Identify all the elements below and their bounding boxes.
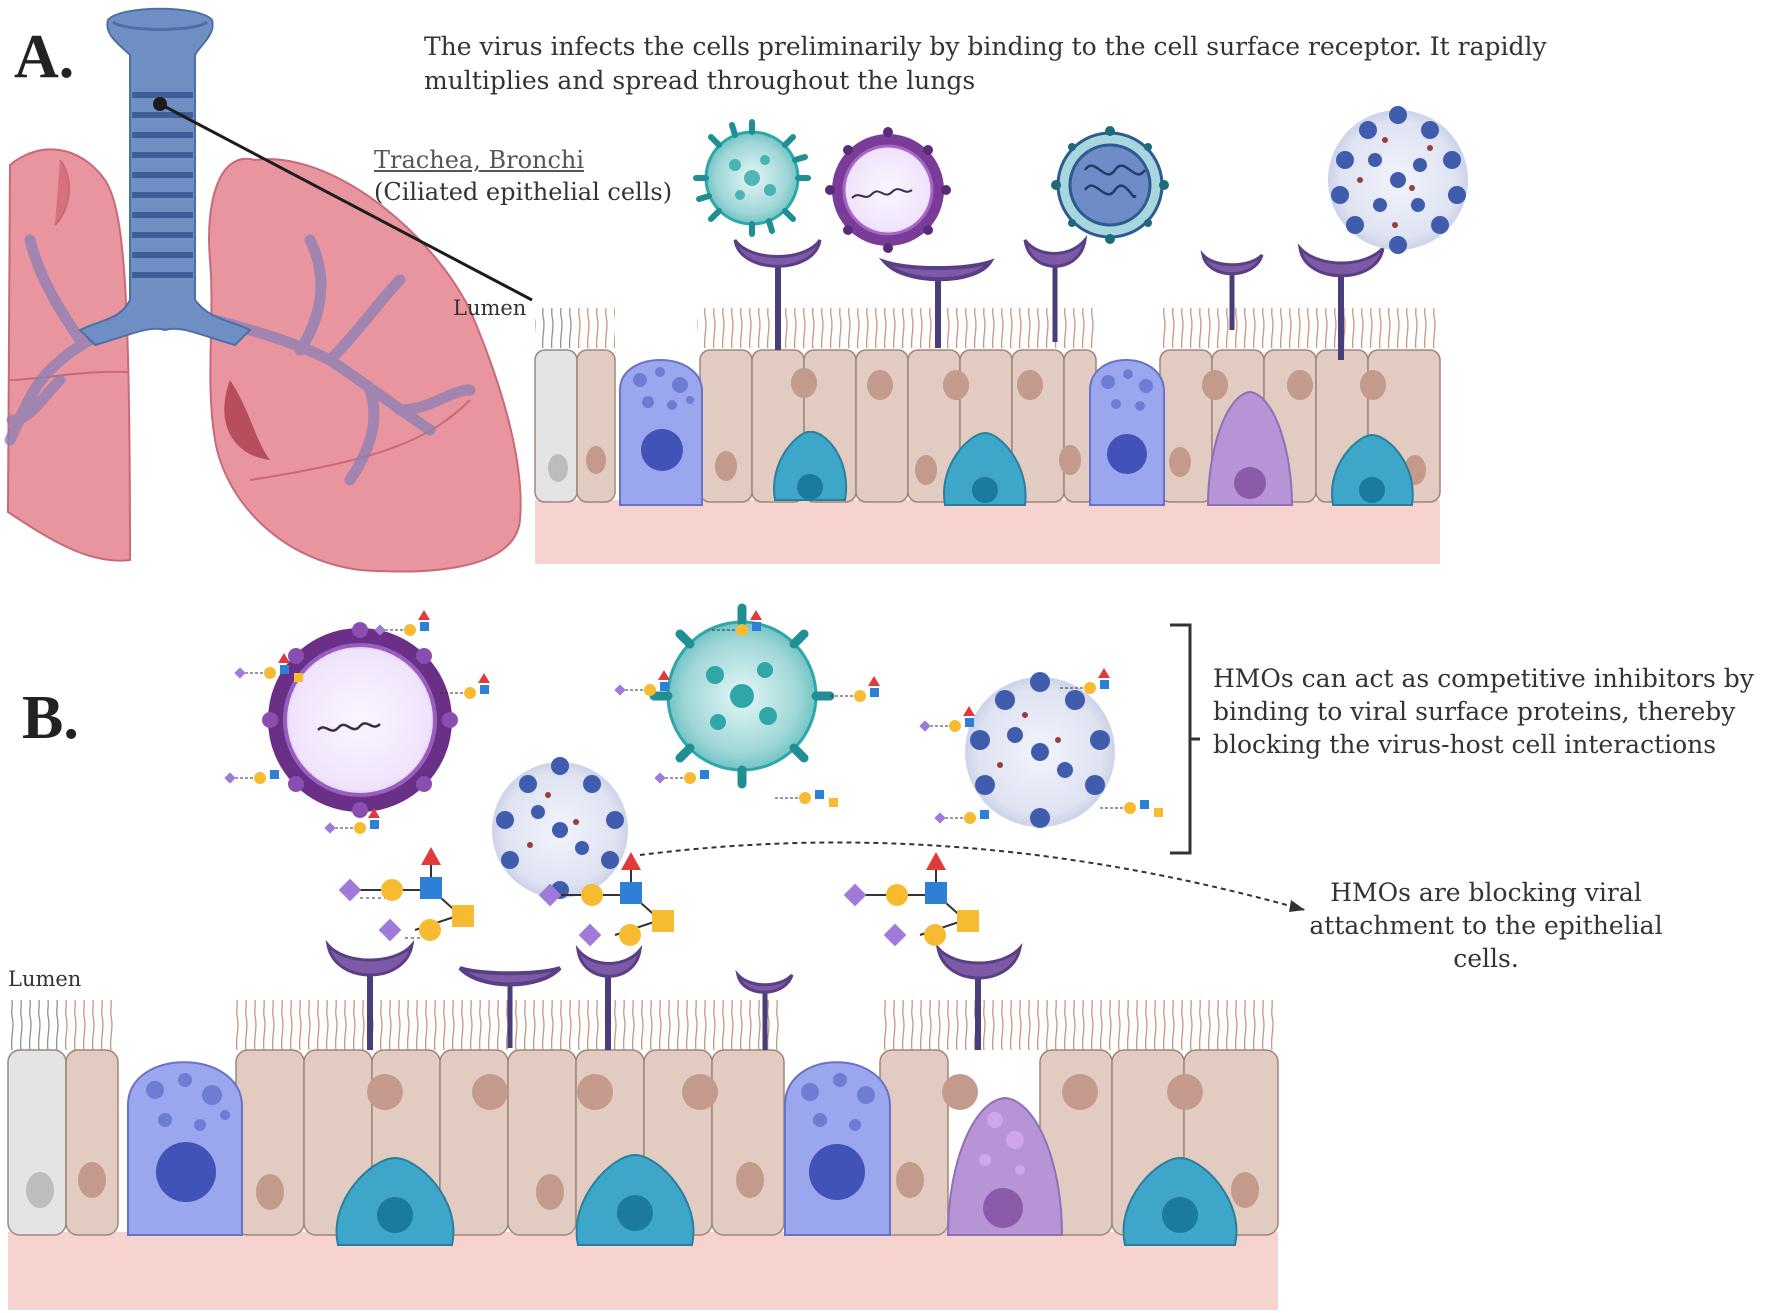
site-cells: (Ciliated epithelial cells) [374,178,673,206]
virus-corona-a [1328,106,1468,254]
club-cell [946,1096,1064,1236]
leader-line [159,102,533,302]
trachea [78,7,252,347]
virus-purple-b [262,622,458,818]
lungs-illustration [4,7,533,573]
arrow-head [1289,900,1305,912]
basement-membrane [535,500,1440,564]
basal-cell [943,431,1027,506]
site-name: Trachea, Bronchi [374,146,585,174]
dashed-arrow [639,841,1306,911]
goblet-cell [127,1061,243,1236]
right-lung [208,157,522,573]
virus-teal-b [649,603,835,789]
receptor [878,257,995,348]
receptor [325,939,415,1050]
virus-purple-a [825,127,951,253]
hmo-large [843,852,979,947]
receptor [1200,250,1264,330]
lumen-label-a: Lumen [453,296,527,320]
virus-corona-b2 [492,757,628,899]
receptor [733,239,822,350]
receptor [1023,234,1088,342]
panel-a-label: A. [14,23,75,91]
lumen-label-b: Lumen [8,967,82,991]
goblet-cell [619,359,703,506]
hmo-large [338,847,474,942]
virus-teal-a [693,119,811,237]
basal-cell [335,1156,455,1246]
receptor [935,942,1023,1050]
virus-corona-b1 [965,672,1115,828]
club-cell [1206,390,1294,506]
bracket [1170,623,1200,855]
virus-blue-ring-a [1051,126,1169,244]
goblet-cell [1089,359,1165,506]
basal-cell [1122,1156,1238,1246]
receptor [575,944,643,1050]
basal-cell [575,1153,695,1246]
goblet-cell [784,1061,891,1236]
receptor [458,966,562,1048]
panel-a-description: The virus infects the cells preliminaril… [424,32,1547,95]
epithelium-a [534,234,1441,564]
panel-b-label: B. [22,684,79,752]
inhibitor-text: HMOs can act as competitive inhibitors b… [1213,664,1754,759]
receptor [735,969,794,1050]
basal-cell [773,430,848,501]
basal-cell [1331,433,1414,506]
blocking-text: HMOs are blocking viral attachment to th… [1309,878,1663,973]
epithelium-b [7,939,1279,1310]
